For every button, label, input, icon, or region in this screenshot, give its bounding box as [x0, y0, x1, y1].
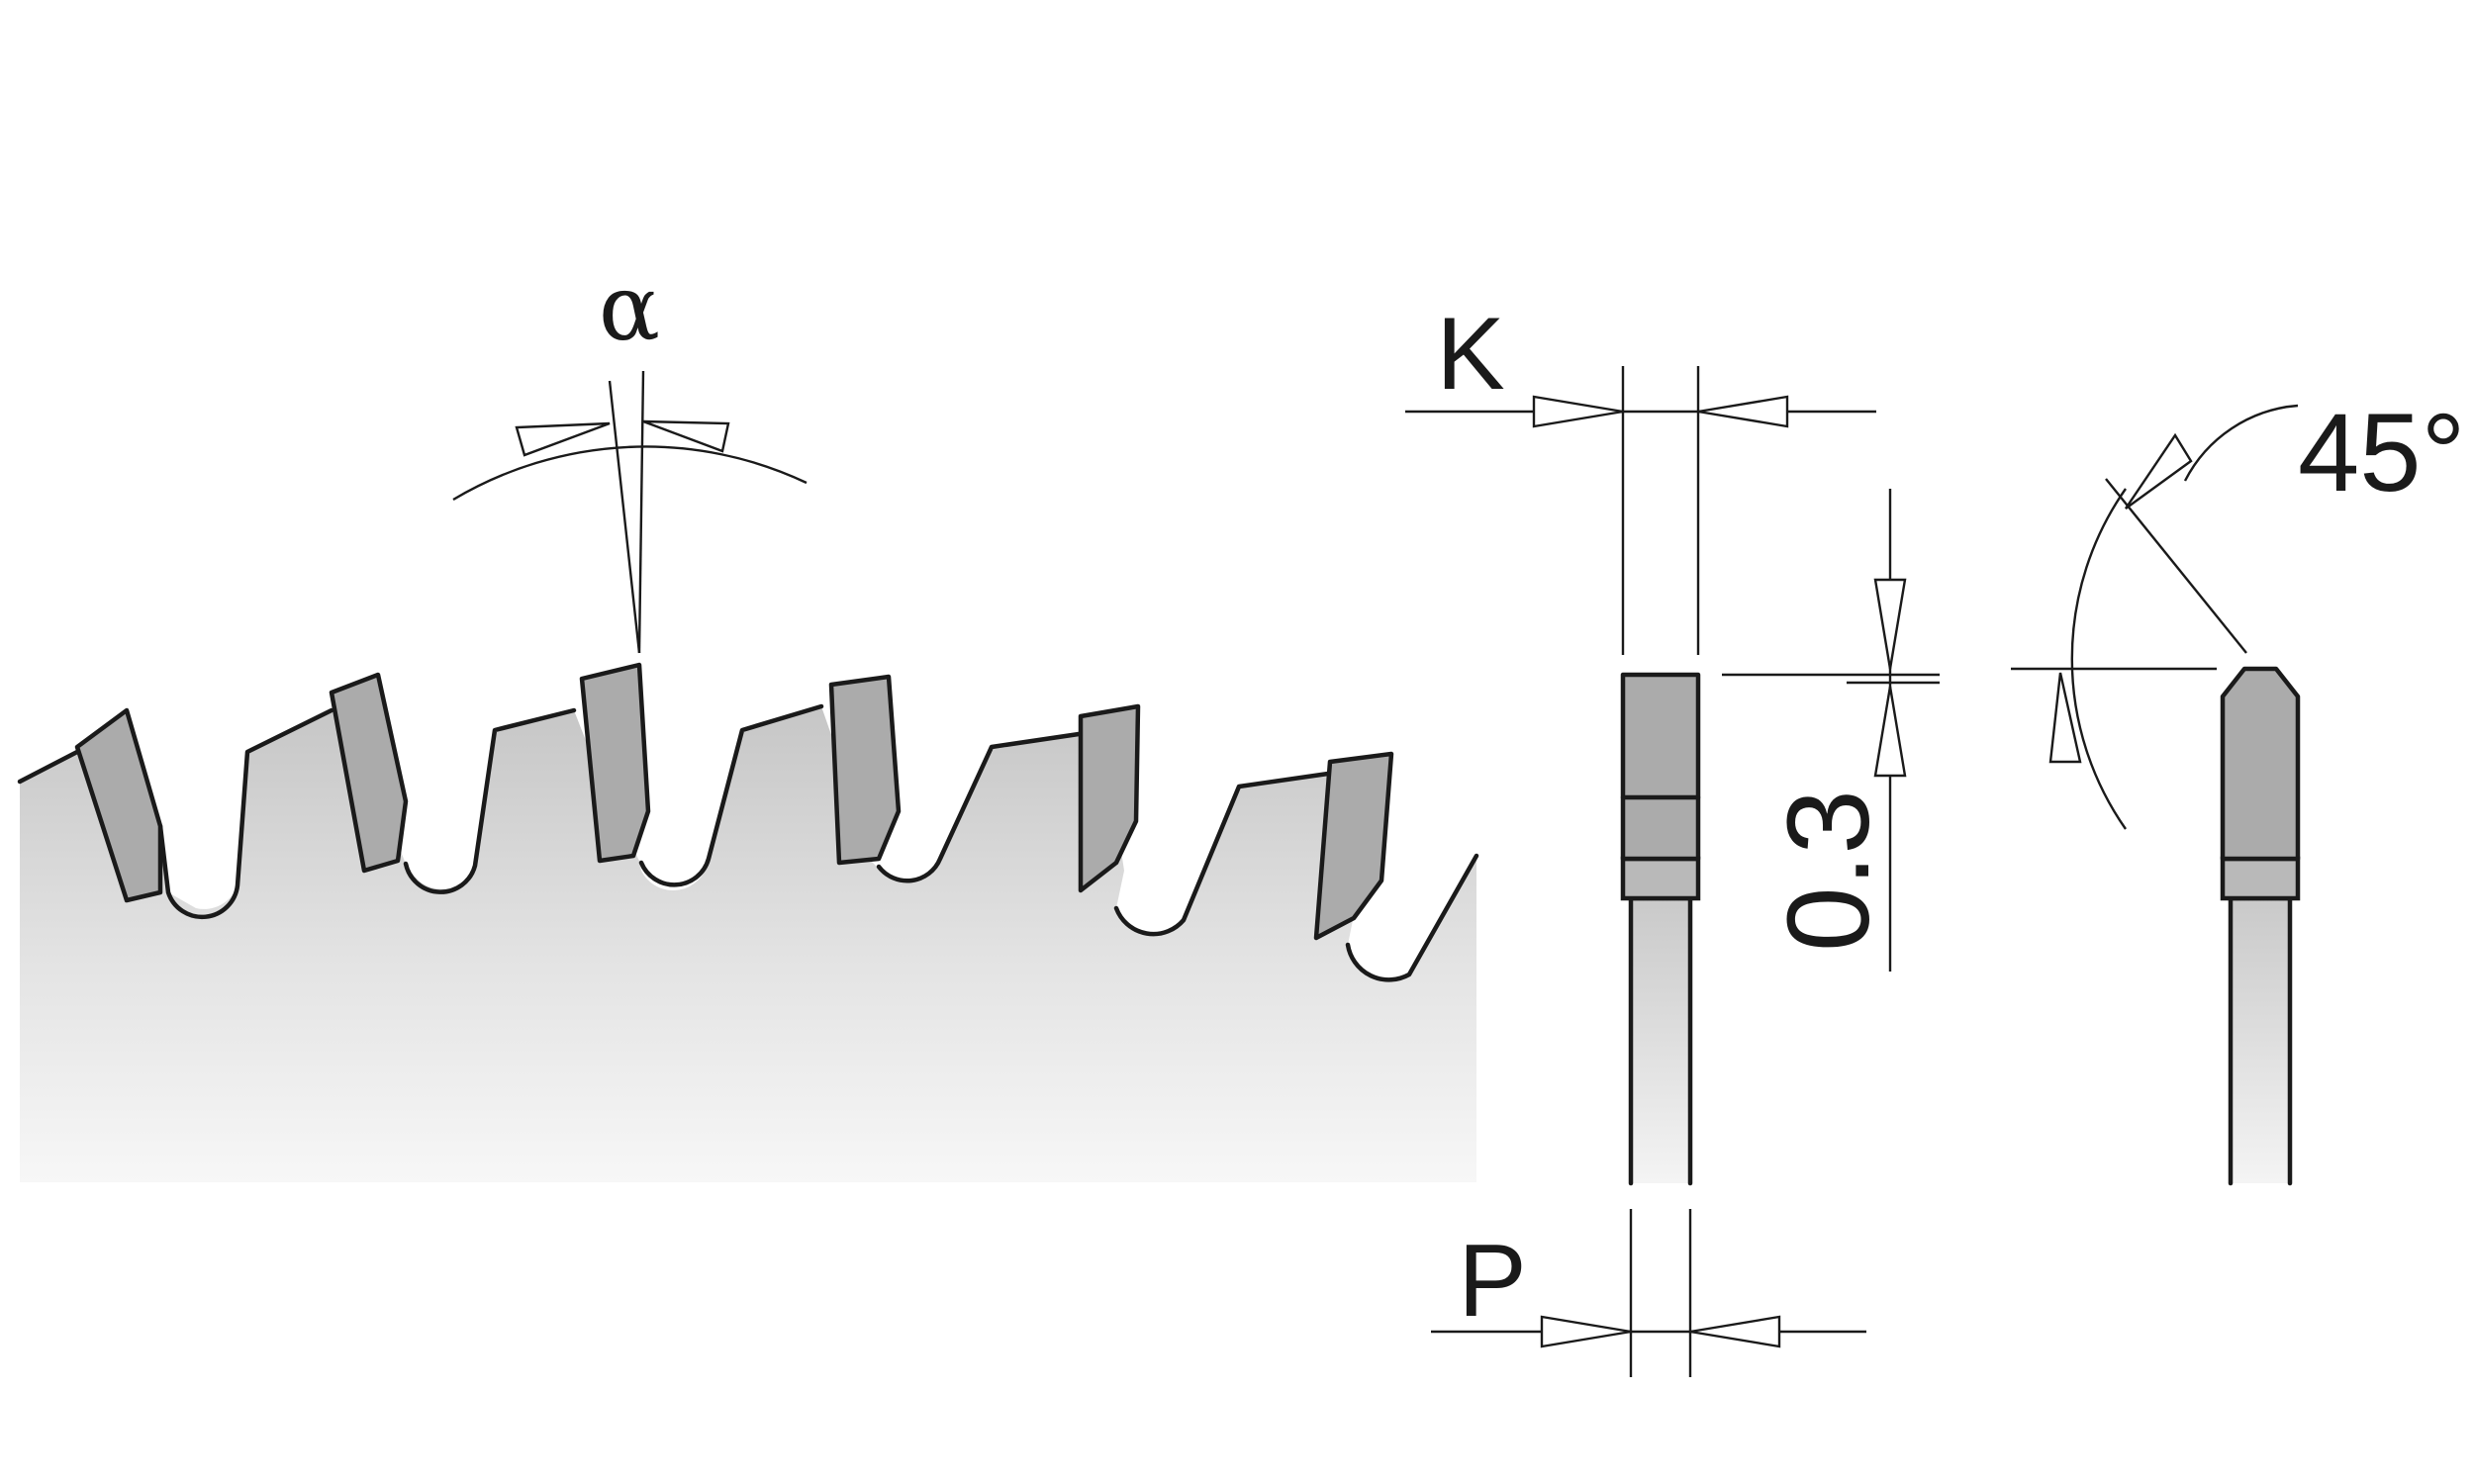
chamfer-blade-plate: [2231, 898, 2290, 1183]
k-label: K: [1436, 297, 1504, 412]
gap-arrow-bottom: [1873, 686, 1907, 778]
alpha-arc: [452, 445, 808, 502]
k-arrow-right: [1697, 395, 1789, 428]
carbide-tip-2: [329, 672, 409, 874]
angle-label: 45°: [2298, 391, 2465, 514]
chamfered-carbide-tip: [2220, 666, 2301, 862]
blade-edge: [17, 703, 1479, 982]
blade-plate: [1631, 898, 1690, 1183]
chamfer-height-dimension: 0.3: [1722, 489, 2217, 972]
alpha-label: α: [599, 255, 660, 361]
carbide-tip-3: [579, 662, 651, 864]
angle-arrow-top: [2125, 432, 2193, 510]
angle-arrow-bottom: [2048, 672, 2082, 764]
p-label: P: [1458, 1224, 1526, 1339]
carbide-tip-6: [1313, 751, 1394, 941]
alpha-arrow-left: [515, 421, 611, 457]
angle-arc: [2070, 488, 2127, 830]
side-view: K P: [1405, 297, 1876, 1377]
gap-arrow-top: [1873, 578, 1907, 670]
carbide-tip-5: [1078, 703, 1141, 893]
chamfer-angle-line: [2105, 478, 2247, 654]
gap-label: 0.3: [1763, 789, 1894, 952]
p-arrow-left: [1540, 1315, 1632, 1348]
chamfer-blade-shoulder: [2220, 856, 2301, 901]
blade-shoulder: [1620, 856, 1701, 901]
p-arrow-right: [1689, 1315, 1781, 1348]
carbide-tip-4: [828, 674, 902, 866]
alpha-arrow-right: [642, 419, 730, 453]
alpha-reference-line: [637, 370, 645, 654]
carbide-tip-1: [74, 707, 163, 903]
angle-leader: [2183, 404, 2299, 482]
alpha-tooth-line: [608, 380, 641, 654]
side-carbide-tip: [1620, 672, 1701, 862]
chamfer-view: 45°: [2048, 391, 2465, 1186]
k-arrow-left: [1532, 395, 1624, 428]
blade-body: [20, 706, 1476, 1182]
blade-profile: α: [17, 255, 1479, 1182]
